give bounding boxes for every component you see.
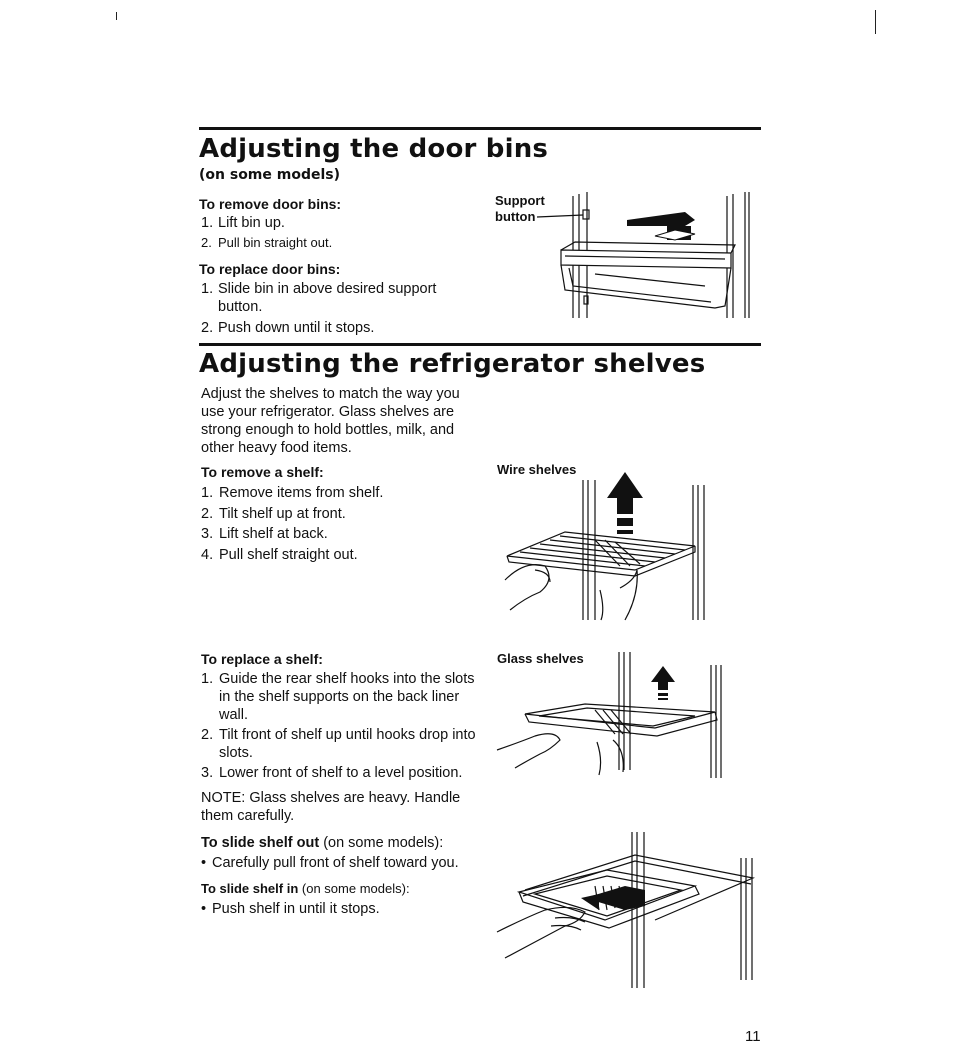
replace-door-bins-heading: To replace door bins: bbox=[199, 261, 341, 277]
shelves-title: Adjusting the refrigerator shelves bbox=[199, 349, 706, 379]
page-number: 11 bbox=[745, 1028, 761, 1045]
slide-in-qualifier: (on some models): bbox=[301, 881, 410, 896]
section-rule-shelves bbox=[199, 343, 761, 346]
remove-shelf-step-2: Tilt shelf up at front. bbox=[219, 506, 346, 522]
remove-shelf-step-1: Remove items from shelf. bbox=[219, 485, 384, 501]
glass-shelves-caption: Glass shelves bbox=[497, 651, 584, 666]
wire-shelves-caption: Wire shelves bbox=[497, 462, 577, 477]
note-label: NOTE: bbox=[201, 790, 246, 806]
step-number: 2. bbox=[201, 727, 214, 743]
slide-out-heading-line: To slide shelf out (on some models): bbox=[201, 834, 501, 852]
remove-shelf-step-3: Lift shelf at back. bbox=[219, 526, 328, 542]
step-number: 2. bbox=[201, 506, 214, 522]
door-bins-subtitle: (on some models) bbox=[199, 167, 341, 183]
wire-shelf-illustration bbox=[504, 472, 705, 621]
section-rule-door-bins bbox=[199, 127, 761, 130]
shelves-intro: Adjust the shelves to match the way you … bbox=[201, 386, 460, 456]
replace-shelf-step-3: Lower front of shelf to a level position… bbox=[219, 765, 463, 781]
step-number: 3. bbox=[201, 526, 214, 542]
replace-shelf-step-2: Tilt front of shelf up until hooks drop … bbox=[219, 727, 476, 761]
slide-out-bullet: Carefully pull front of shelf toward you… bbox=[212, 855, 459, 871]
remove-bin-step-2: Pull bin straight out. bbox=[218, 235, 333, 250]
slide-in-bullet: Push shelf in until it stops. bbox=[212, 901, 380, 917]
replace-shelf-heading: To replace a shelf: bbox=[201, 651, 323, 667]
slide-out-qualifier: (on some models): bbox=[323, 835, 444, 851]
remove-shelf-step-4: Pull shelf straight out. bbox=[219, 547, 358, 563]
replace-bin-step-1: Slide bin in above desired support butto… bbox=[218, 281, 437, 315]
step-number: 1. bbox=[201, 485, 214, 501]
support-button-label-line1: Support bbox=[495, 193, 545, 208]
print-mark-right bbox=[875, 10, 876, 34]
step-number: 1. bbox=[201, 281, 214, 297]
print-mark-left bbox=[116, 12, 117, 20]
remove-bin-step-1: Lift bin up. bbox=[218, 215, 285, 231]
replace-shelf-step-1: Guide the rear shelf hooks into the slot… bbox=[219, 671, 475, 723]
slide-in-heading-line: To slide shelf in (on some models): bbox=[201, 880, 501, 898]
remove-door-bins-heading: To remove door bins: bbox=[199, 196, 342, 212]
glass-shelf-illustration bbox=[496, 652, 722, 778]
step-number: 3. bbox=[201, 765, 214, 781]
support-button-label-line2: button bbox=[495, 209, 536, 224]
step-number: 1. bbox=[201, 215, 214, 231]
remove-shelf-heading: To remove a shelf: bbox=[201, 464, 324, 480]
bullet: • bbox=[201, 901, 207, 917]
slide-in-heading: To slide shelf in bbox=[201, 881, 299, 896]
door-bin-illustration bbox=[536, 192, 750, 318]
slide-shelf-illustration bbox=[496, 832, 756, 988]
bullet: • bbox=[201, 855, 207, 871]
step-number: 1. bbox=[201, 671, 214, 687]
note-text: Glass shelves are heavy. Handle them car… bbox=[201, 790, 461, 824]
replace-bin-step-2: Push down until it stops. bbox=[218, 320, 375, 336]
door-bins-title: Adjusting the door bins bbox=[199, 134, 549, 164]
slide-out-heading: To slide shelf out bbox=[201, 835, 320, 851]
step-number: 4. bbox=[201, 547, 214, 563]
step-number: 2. bbox=[201, 320, 214, 336]
step-number: 2. bbox=[201, 235, 212, 250]
note-paragraph: NOTE: Glass shelves are heavy. Handle th… bbox=[201, 789, 481, 825]
